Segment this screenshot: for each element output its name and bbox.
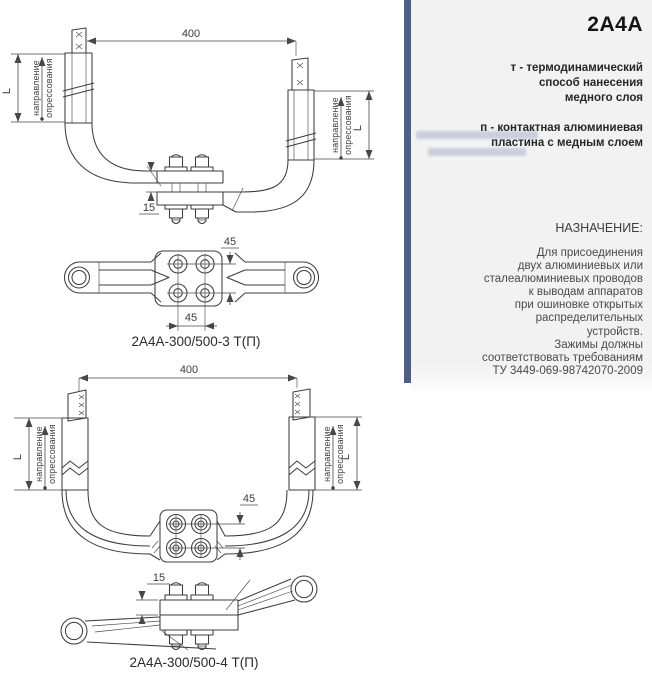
dim-L-right-1: L bbox=[352, 125, 364, 131]
press-direction-label: направление bbox=[322, 426, 332, 482]
press-direction-label: опрессования bbox=[47, 424, 57, 484]
dim-45-plan-vertical: 45 bbox=[224, 236, 236, 248]
dim-L-right-2: L bbox=[340, 454, 352, 460]
dim-15-top: 15 bbox=[143, 202, 155, 214]
note-thermodynamic: т - термодинамический способ нанесения м… bbox=[510, 62, 643, 104]
drawing-plan-view-model3: 45 45 bbox=[64, 236, 319, 331]
press-direction-label: направление bbox=[34, 426, 44, 482]
dim-15-bottom: 15 bbox=[153, 572, 165, 584]
dim-400-top: 400 bbox=[182, 28, 200, 40]
press-direction-label: опрессования bbox=[343, 95, 353, 155]
product-title: 2А4А bbox=[587, 13, 643, 36]
technical-drawings: 400 L направление опрессования направлен… bbox=[1, 27, 374, 670]
caption-model-3: 2А4А-300/500-3 Т(П) bbox=[131, 334, 260, 349]
dim-45-plan-horizontal: 45 bbox=[185, 312, 197, 324]
purpose-text: Для присоединения двух алюминиевых или с… bbox=[482, 247, 643, 377]
info-panel: 2А4А т - термодинамический способ нанесе… bbox=[411, 0, 652, 392]
drawing-front-view-model3: 400 L направление опрессования направлен… bbox=[1, 27, 374, 225]
press-direction-label: направление bbox=[31, 60, 41, 116]
dim-L-left-2: L bbox=[12, 454, 24, 460]
caption-model-4: 2А4А-300/500-4 Т(П) bbox=[129, 655, 258, 670]
press-direction-label: опрессования bbox=[44, 58, 54, 118]
press-direction-label: опрессования bbox=[335, 424, 345, 484]
dim-45-topview: 45 bbox=[243, 493, 255, 505]
purpose-heading: НАЗНАЧЕНИЕ: bbox=[555, 221, 643, 235]
note-contact-plate: п - контактная алюминиевая пластина с ме… bbox=[480, 122, 643, 149]
dim-400-bottom: 400 bbox=[180, 364, 198, 376]
drawing-top-view-model4: 400 L направление опрессования направлен… bbox=[12, 364, 362, 563]
accent-divider bbox=[404, 0, 411, 383]
press-direction-label: направление bbox=[330, 97, 340, 153]
drawing-side-view-model4: 15 bbox=[60, 572, 318, 651]
dim-L-left-1: L bbox=[1, 88, 13, 94]
